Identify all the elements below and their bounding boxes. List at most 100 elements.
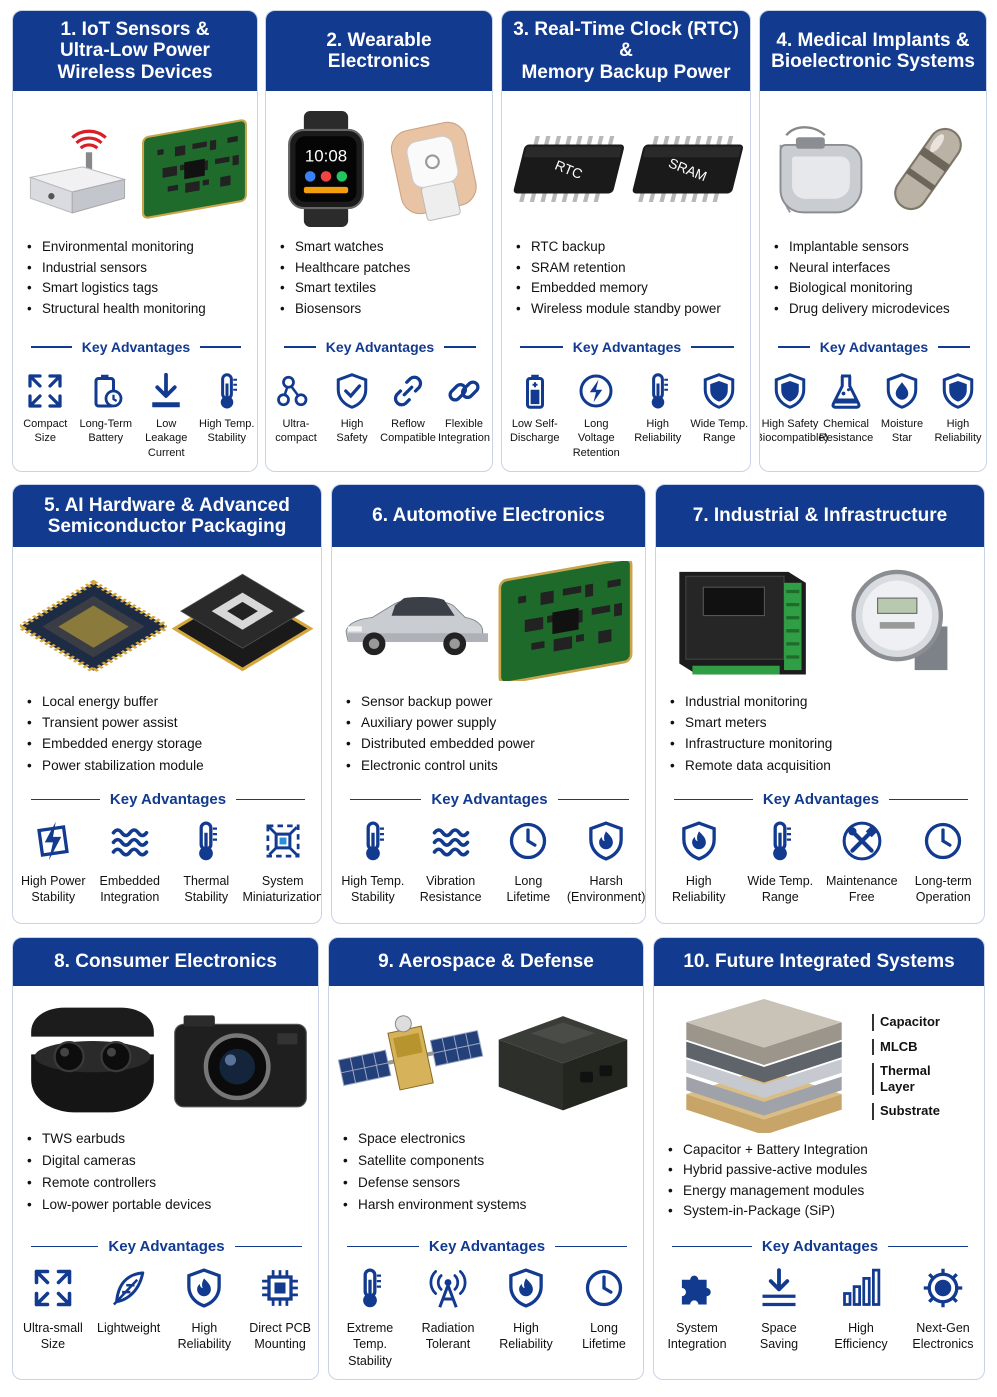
list-item: Power stabilization module (27, 755, 317, 776)
wireless-sensor-node (20, 111, 135, 232)
advantage-label: System Miniaturization (242, 874, 322, 905)
list-item: Satellite components (343, 1150, 639, 1172)
advantage-label: High Reliability (499, 1321, 553, 1352)
battery-icon (525, 374, 544, 409)
application-card-7: 7. Industrial & InfrastructureIndustrial… (655, 484, 985, 924)
key-advantages-label: Key Advantages (81, 339, 191, 355)
advantage-item: High Temp. Stability (197, 371, 257, 446)
battery-clock-icon (94, 374, 123, 408)
advantage-label: Long Lifetime (582, 1321, 626, 1352)
antenna-icon (429, 1270, 467, 1308)
shield-icon (774, 373, 806, 409)
advantage-item: Flexible Integration (436, 371, 492, 446)
list-item: TWS earbuds (27, 1128, 314, 1150)
application-card-8: 8. Consumer ElectronicsTWS earbudsDigita… (12, 937, 319, 1380)
waves-icon (432, 828, 469, 857)
list-item: Smart textiles (280, 278, 488, 299)
application-list: Industrial monitoringSmart metersInfrast… (670, 691, 980, 776)
advantage-label: Long-term Operation (914, 874, 972, 905)
healthcare-patch (381, 111, 487, 232)
divider (200, 346, 242, 348)
advantage-item: Long-term Operation (903, 819, 984, 906)
advantage-label: Direct PCB Mounting (249, 1321, 312, 1352)
card-title: 4. Medical Implants & Bioelectronic Syst… (760, 11, 986, 91)
list-item: Biosensors (280, 299, 488, 320)
flame-shield-icon (589, 821, 623, 861)
list-item: Biological monitoring (774, 278, 982, 299)
application-card-9: 9. Aerospace & DefenseSpace electronicsS… (328, 937, 644, 1380)
flame-shield-icon (509, 1268, 543, 1308)
advantage-item: Low Self- Discharge (504, 371, 565, 446)
car (339, 561, 489, 686)
list-item: Structural health monitoring (27, 299, 253, 320)
divider (889, 798, 968, 801)
gear-target-icon (923, 1268, 963, 1308)
divider (444, 346, 477, 348)
advantage-item: High Safety (324, 371, 380, 446)
divider (31, 798, 100, 801)
advantage-label: High Temp. Stability (341, 874, 405, 905)
shield-icon (942, 373, 974, 409)
list-item: SRAM retention (516, 258, 746, 279)
advantage-label: Compact Size (23, 418, 68, 445)
smartwatch: 10:08 (273, 110, 379, 232)
stacked-package (169, 561, 316, 686)
list-item: Energy management modules (668, 1181, 980, 1202)
smart-meter (822, 561, 979, 686)
capsule-implant (875, 111, 981, 232)
advantage-label: Vibration Resistance (419, 874, 482, 905)
key-advantages-heading: Key Advantages (337, 1238, 637, 1255)
list-item: Distributed embedded power (346, 733, 641, 754)
advantage-item: Direct PCB Mounting (243, 1266, 318, 1353)
industrial-controller (663, 561, 820, 686)
rtc-chip: RTC (509, 111, 626, 232)
advantage-item: Wide Temp. Range (740, 819, 821, 906)
clock-icon (510, 822, 547, 860)
advantage-item: Long Lifetime (490, 819, 567, 906)
advantage-item: Wide Temp. Range (689, 371, 750, 446)
advantage-label: Next-Gen Electronics (912, 1321, 974, 1352)
list-item: Harsh environment systems (343, 1194, 639, 1216)
list-item: Defense sensors (343, 1172, 639, 1194)
advantage-label: Extreme Temp. Stability (346, 1321, 394, 1368)
advantage-item: High Power Stability (15, 819, 91, 906)
tools-icon (842, 821, 882, 861)
satellite (336, 996, 486, 1129)
key-advantages-label: Key Advantages (325, 339, 435, 355)
key-advantages-heading: Key Advantages (21, 339, 251, 355)
advantage-label: High Safety (336, 418, 368, 445)
list-item: Auxiliary power supply (346, 712, 641, 733)
key-advantages-heading: Key Advantages (21, 791, 315, 808)
list-item: Remote data acquisition (670, 755, 980, 776)
download-arrow-icon (152, 372, 180, 408)
key-advantages-heading: Key Advantages (664, 791, 978, 808)
card-title: 3. Real-Time Clock (RTC) & Memory Backup… (502, 11, 750, 91)
list-item: Remote controllers (27, 1172, 314, 1194)
application-list: Capacitor + Battery IntegrationHybrid pa… (668, 1140, 980, 1222)
advantage-item: Compact Size (15, 371, 75, 446)
thermometer-icon (199, 821, 218, 861)
key-advantages-label: Key Advantages (762, 791, 880, 808)
divider (234, 1245, 302, 1248)
advantage-item: Moisture Star (874, 371, 930, 446)
list-item: Drug delivery microdevices (774, 299, 982, 320)
list-item: Smart logistics tags (27, 278, 253, 299)
advantage-item: System Integration (656, 1266, 738, 1353)
flask-icon (831, 374, 861, 409)
advantages-row: High Temp. Stability Vibration Resistance… (332, 819, 645, 906)
card-title: 6. Automotive Electronics (332, 485, 645, 547)
advantage-label: High Temp. Stability (199, 418, 255, 445)
shield-check-icon (336, 373, 368, 409)
divider (350, 798, 422, 801)
link-icon (393, 375, 423, 407)
list-item: Capacitor + Battery Integration (668, 1140, 980, 1161)
product-images (13, 111, 257, 232)
card-title: 2. Wearable Electronics (266, 11, 492, 91)
advantage-item: High Temp. Stability (334, 819, 411, 906)
divider (674, 798, 753, 801)
card-title: 7. Industrial & Infrastructure (656, 485, 984, 547)
list-item: Industrial monitoring (670, 691, 980, 712)
